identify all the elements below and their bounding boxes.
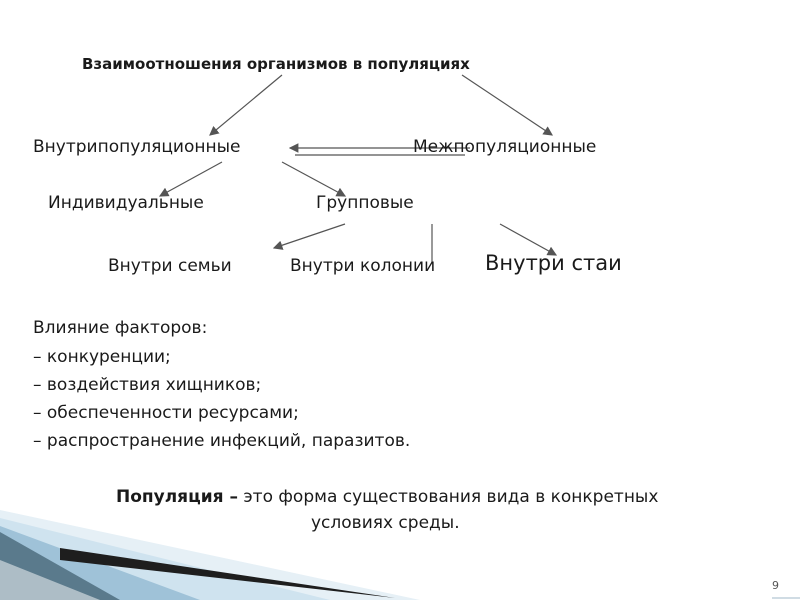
definition-text-2: условиях среды. bbox=[311, 513, 460, 533]
factors-heading: Влияние факторов: bbox=[33, 318, 208, 338]
factor-item: – воздействия хищников; bbox=[33, 375, 262, 395]
definition-line-1: Популяция – это форма существования вида… bbox=[116, 487, 658, 507]
arrow-title-to-inter bbox=[461, 74, 553, 136]
arrow-intra-to-group bbox=[281, 161, 347, 197]
factor-item: – обеспеченности ресурсами; bbox=[33, 403, 299, 423]
definition-term: Популяция – bbox=[116, 487, 238, 507]
node-flock: Внутри стаи bbox=[485, 251, 622, 275]
node-group: Групповые bbox=[316, 193, 414, 213]
arrow-group-to-family bbox=[272, 223, 346, 250]
arrow-group-to-flock bbox=[499, 223, 558, 256]
page-number: 9 bbox=[772, 579, 779, 592]
node-colony: Внутри колонии bbox=[290, 256, 436, 276]
node-family: Внутри семьи bbox=[108, 256, 232, 276]
factor-item: – распространение инфекций, паразитов. bbox=[33, 431, 411, 451]
arrow-intra-to-individual bbox=[158, 161, 223, 197]
factor-item: – конкуренции; bbox=[33, 347, 171, 367]
node-individual: Индивидуальные bbox=[48, 193, 204, 213]
node-intra: Внутрипопуляционные bbox=[33, 137, 241, 157]
node-inter: Межпопуляционные bbox=[413, 137, 597, 157]
arrow-title-to-intra bbox=[209, 74, 283, 136]
definition-text-1: это форма существования вида в конкретны… bbox=[237, 487, 659, 507]
diagram-title: Взаимоотношения организмов в популяциях bbox=[82, 55, 470, 73]
